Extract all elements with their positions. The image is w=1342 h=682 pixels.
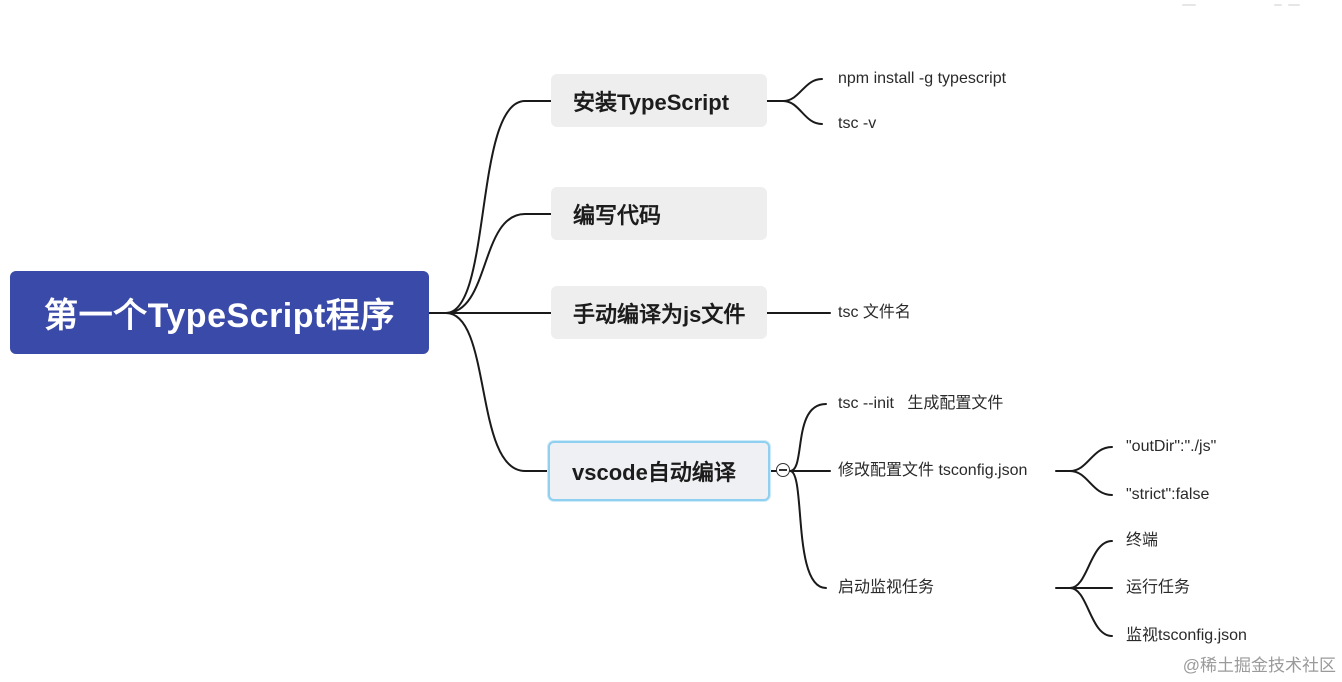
line-vscode-init [789,403,827,472]
leaf-run-task[interactable]: 运行任务 [1126,579,1191,596]
topic-write-code[interactable]: 编写代码 [551,187,767,240]
topic-vscode-auto-compile[interactable]: vscode自动编译 [548,441,770,501]
top-decoration [1182,2,1302,10]
watermark: @稀土掘金技术社区 [1182,656,1336,675]
leaf-tsc-init[interactable]: tsc --init 生成配置文件 [838,395,1004,412]
line-root-vscode [445,312,549,472]
line-watch-terminal [1069,540,1113,589]
collapse-toggle-icon[interactable] [776,463,790,477]
line-install-tsc [782,100,823,125]
line-modify-outdir [1069,446,1113,472]
leaf-tsc-version[interactable]: tsc -v [838,115,877,132]
leaf-watch-tsconfig[interactable]: 监视tsconfig.json [1126,627,1247,644]
line-watch-json [1069,587,1113,637]
leaf-terminal[interactable]: 终端 [1126,532,1159,549]
leaf-npm-install[interactable]: npm install -g typescript [838,70,1007,87]
leaf-tsc-filename[interactable]: tsc 文件名 [838,304,911,321]
leaf-modify-config[interactable]: 修改配置文件 tsconfig.json [838,462,1028,479]
leaf-start-watch-task[interactable]: 启动监视任务 [838,579,935,596]
line-vscode-watch [789,470,827,589]
line-root-write [445,213,552,314]
leaf-strict[interactable]: "strict":false [1126,486,1210,503]
line-install-npm [782,78,823,102]
line-root-install [445,100,552,314]
root-topic[interactable]: 第一个TypeScript程序 [10,271,429,354]
leaf-outdir[interactable]: "outDir":"./js" [1126,438,1217,455]
topic-manual-compile[interactable]: 手动编译为js文件 [551,286,767,339]
line-modify-strict [1069,470,1113,496]
topic-install[interactable]: 安装TypeScript [551,74,767,127]
